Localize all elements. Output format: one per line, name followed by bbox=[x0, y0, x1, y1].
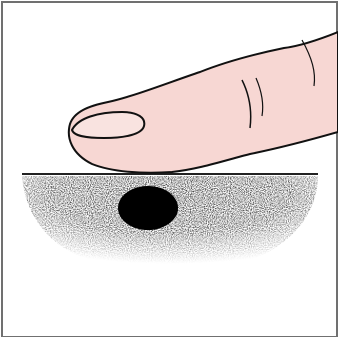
knuckle-crease bbox=[301, 39, 316, 87]
fingernail-shape bbox=[71, 111, 146, 139]
knuckle-crease bbox=[255, 77, 264, 117]
tissue-region bbox=[0, 170, 338, 280]
knuckle-crease bbox=[241, 79, 252, 129]
finger-shape bbox=[67, 31, 338, 174]
lump-shape bbox=[118, 186, 178, 230]
